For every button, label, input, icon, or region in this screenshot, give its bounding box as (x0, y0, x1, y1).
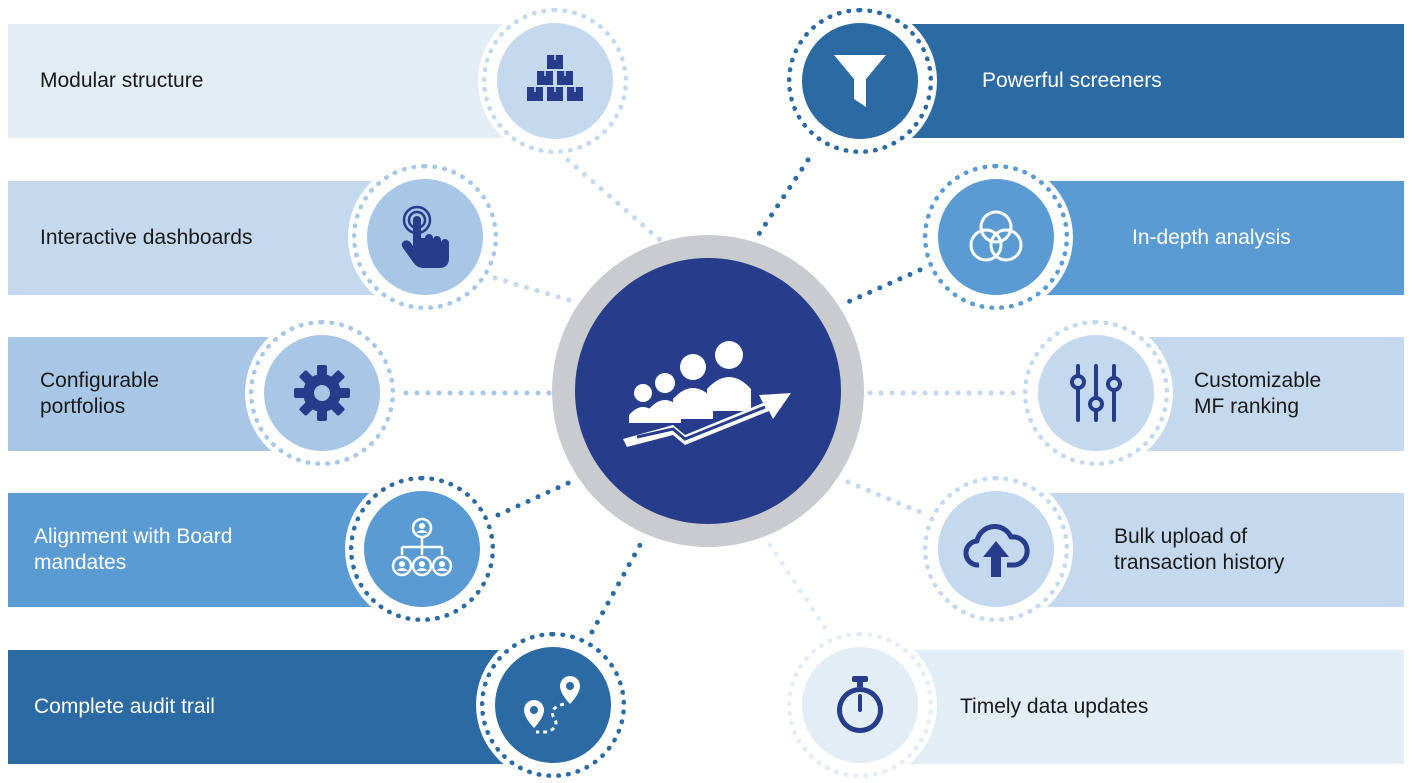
feature-bar-bulk: Bulk upload of transaction history (1024, 493, 1404, 607)
node-disc-bulk (938, 491, 1054, 607)
feature-bar-timely: Timely data updates (874, 650, 1404, 764)
node-disc-dashboards (367, 179, 483, 295)
node-ring-analysis (923, 164, 1069, 310)
connector-modular (565, 157, 663, 243)
node-disc-alignment (364, 491, 480, 607)
node-disc-analysis (938, 179, 1054, 295)
feature-label-timely: Timely data updates (960, 694, 1149, 718)
node-ring-modular (482, 8, 628, 154)
node-ring-screeners (787, 8, 933, 154)
node-ring-bulk (923, 476, 1069, 622)
connector-dashboards (492, 275, 578, 305)
funnel-icon (834, 55, 886, 107)
node-ring-dashboards (352, 164, 498, 310)
node-disc-screeners (802, 23, 918, 139)
node-disc-modular (497, 23, 613, 139)
feature-label-analysis: In-depth analysis (1132, 225, 1291, 249)
feature-bar-modular: Modular structure (8, 24, 528, 138)
node-ring-ranking (1023, 320, 1169, 466)
feature-label-modular: Modular structure (40, 68, 204, 92)
node-disc-portfolios (264, 335, 380, 451)
feature-bar-screeners: Powerful screeners (874, 24, 1404, 138)
connector-timely (767, 542, 831, 635)
node-disc-ranking (1038, 335, 1154, 451)
connector-screeners (752, 157, 811, 243)
feature-label-portfolios: Configurable portfolios (40, 368, 160, 418)
feature-label-ranking: Customizable MF ranking (1194, 368, 1322, 418)
node-ring-audit (480, 632, 626, 778)
connector-alignment (495, 477, 578, 518)
cloud-upload-icon (963, 524, 1030, 577)
node-ring-timely (787, 632, 933, 778)
finger-touch-icon (401, 205, 449, 268)
connector-bulk (845, 479, 923, 515)
venn-circles-icon (969, 210, 1023, 262)
sliders-icon (1070, 364, 1122, 422)
feature-label-alignment: Alignment with Board mandates (34, 524, 233, 574)
stacked-boxes-icon (527, 55, 583, 101)
node-disc-audit (495, 647, 611, 763)
feature-label-audit: Complete audit trail (34, 694, 215, 718)
node-disc-timely (802, 647, 918, 763)
feature-bar-analysis: In-depth analysis (1024, 181, 1404, 295)
route-pins-icon (524, 676, 580, 734)
people-growth-arrow-icon (623, 341, 791, 447)
stopwatch-icon (837, 676, 883, 733)
gear-icon (294, 365, 350, 421)
node-ring-portfolios (249, 320, 395, 466)
hub-circle (575, 258, 841, 524)
feature-bar-audit: Complete audit trail (8, 650, 528, 764)
feature-label-screeners: Powerful screeners (982, 68, 1162, 92)
feature-label-dashboards: Interactive dashboards (40, 225, 253, 249)
connector-analysis (845, 267, 923, 305)
org-chart-icon (391, 517, 453, 577)
feature-label-bulk: Bulk upload of transaction history (1114, 524, 1285, 574)
connector-audit (589, 542, 643, 635)
node-ring-alignment (349, 476, 495, 622)
